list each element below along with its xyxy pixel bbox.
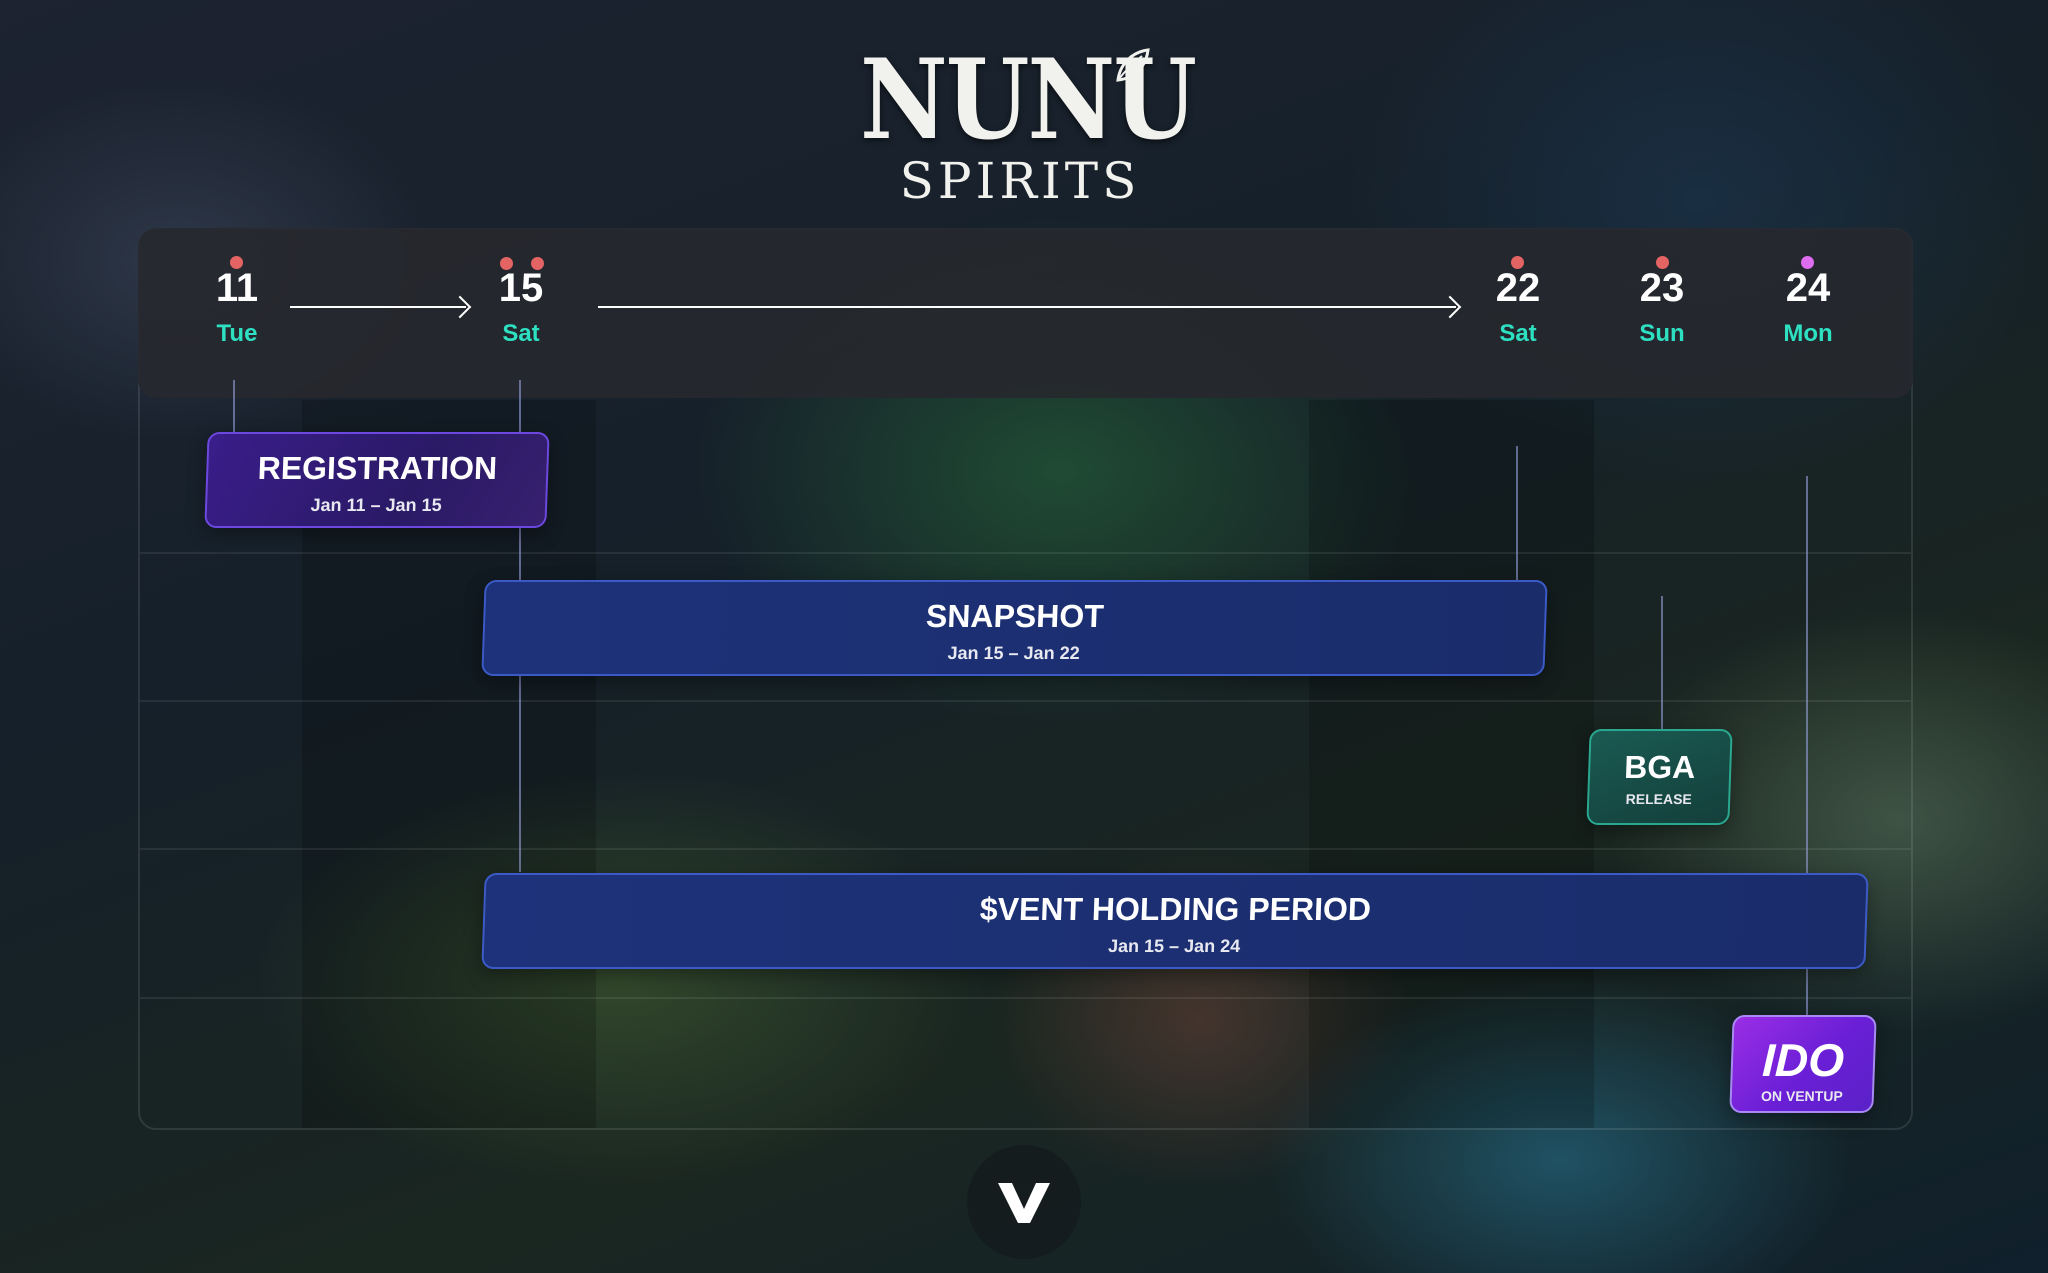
event-bga-release: BGA RELEASE bbox=[1586, 729, 1733, 825]
event-title: SNAPSHOT bbox=[925, 598, 1105, 634]
date-number: 23 bbox=[1639, 266, 1685, 310]
row-divider bbox=[140, 700, 1911, 702]
event-title: IDO bbox=[1761, 1034, 1845, 1086]
marker-dot bbox=[1801, 256, 1814, 269]
event-dates: Jan 15 – Jan 22 bbox=[947, 643, 1081, 663]
event-ido: IDO ON VENTUP bbox=[1729, 1015, 1877, 1113]
date-number: 22 bbox=[1495, 266, 1541, 310]
column-shade bbox=[1309, 400, 1594, 1128]
marker-dot bbox=[1511, 256, 1524, 269]
date-weekday: Sat bbox=[502, 320, 540, 347]
date-number: 15 bbox=[498, 266, 544, 310]
ventup-logo-icon bbox=[998, 1183, 1050, 1223]
connector-line bbox=[233, 380, 235, 434]
date-15: 15 Sat bbox=[476, 268, 566, 346]
event-registration: REGISTRATION Jan 11 – Jan 15 bbox=[204, 432, 550, 528]
date-weekday: Tue bbox=[216, 320, 258, 347]
event-title: $VENT HOLDING PERIOD bbox=[979, 891, 1372, 927]
date-header-bar bbox=[138, 228, 1913, 398]
leaf-icon bbox=[1116, 48, 1150, 82]
logo-title: NUNU bbox=[860, 34, 1197, 165]
date-weekday: Mon bbox=[1783, 320, 1833, 347]
marker-dot bbox=[1656, 256, 1669, 269]
date-11: 11 Tue bbox=[192, 268, 282, 346]
event-snapshot: SNAPSHOT Jan 15 – Jan 22 bbox=[481, 580, 1548, 676]
marker-dot bbox=[531, 257, 544, 270]
event-subtitle: ON VENTUP bbox=[1760, 1088, 1844, 1104]
row-divider bbox=[140, 848, 1911, 850]
event-vent-holding-period: $VENT HOLDING PERIOD Jan 15 – Jan 24 bbox=[481, 873, 1869, 969]
event-subtitle: RELEASE bbox=[1625, 791, 1693, 807]
date-22: 22 Sat bbox=[1473, 268, 1563, 346]
date-number: 11 bbox=[215, 266, 259, 310]
connector-line bbox=[1516, 446, 1518, 580]
row-divider bbox=[140, 997, 1911, 999]
arrow-right-icon bbox=[290, 306, 466, 308]
marker-dot bbox=[230, 256, 243, 269]
date-23: 23 Sun bbox=[1617, 268, 1707, 346]
logo-subtitle: SPIRITS bbox=[899, 152, 1141, 210]
arrow-right-icon bbox=[598, 306, 1456, 308]
ventup-logo-badge bbox=[967, 1145, 1081, 1259]
marker-dot bbox=[500, 257, 513, 270]
event-dates: Jan 11 – Jan 15 bbox=[310, 495, 443, 515]
nunu-spirits-logo: NUNU SPIRITS bbox=[860, 34, 1197, 210]
date-weekday: Sat bbox=[1499, 320, 1537, 347]
date-24: 24 Mon bbox=[1763, 268, 1853, 346]
connector-line bbox=[1661, 596, 1663, 730]
event-dates: Jan 15 – Jan 24 bbox=[1107, 936, 1241, 956]
date-weekday: Sun bbox=[1639, 320, 1685, 347]
row-divider bbox=[140, 552, 1911, 554]
date-number: 24 bbox=[1785, 266, 1831, 310]
event-title: BGA bbox=[1623, 749, 1697, 785]
connector-line bbox=[1806, 476, 1808, 1016]
event-title: REGISTRATION bbox=[257, 450, 498, 486]
